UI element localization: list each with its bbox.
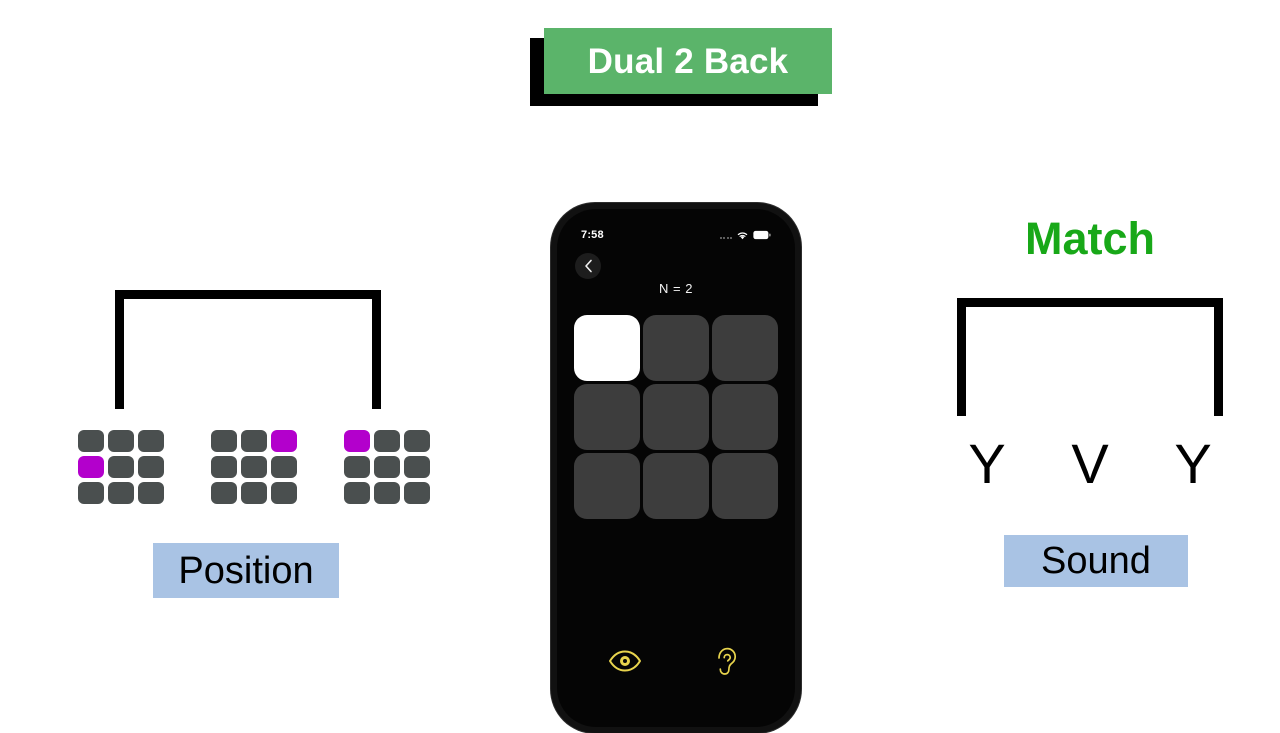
position-cell (374, 456, 400, 478)
position-cell (271, 482, 297, 504)
position-cell (374, 430, 400, 452)
nback-cell[interactable] (643, 384, 709, 450)
sound-bracket (957, 298, 1223, 416)
position-cell (138, 482, 164, 504)
nback-cell[interactable] (574, 384, 640, 450)
position-cell (404, 430, 430, 452)
battery-icon (753, 230, 771, 240)
position-cell (241, 456, 267, 478)
position-caption-label: Position (178, 549, 314, 592)
nback-grid[interactable] (574, 315, 778, 519)
status-bar: 7:58 (557, 227, 795, 243)
signal-dots-icon (719, 231, 732, 239)
mode-button-bar (557, 641, 795, 681)
nback-cell-active[interactable] (574, 315, 640, 381)
nback-cell[interactable] (712, 453, 778, 519)
status-bar-indicators (719, 230, 772, 240)
position-cell (404, 482, 430, 504)
position-grid-2 (211, 430, 297, 504)
position-cell (108, 482, 134, 504)
position-bracket (115, 290, 381, 409)
position-grid-1 (78, 430, 164, 504)
position-cell (138, 430, 164, 452)
position-cell (211, 482, 237, 504)
title-banner-plate: Dual 2 Back (544, 28, 832, 94)
position-cell (374, 482, 400, 504)
position-cell (271, 456, 297, 478)
sound-letter: Y (968, 432, 1006, 495)
match-heading: Match (1024, 213, 1155, 264)
page-title: Dual 2 Back (587, 41, 789, 81)
phone-screen: 7:58 (557, 209, 795, 727)
wifi-icon (736, 230, 749, 240)
position-cell (241, 430, 267, 452)
ear-icon[interactable] (707, 641, 747, 681)
nback-cell[interactable] (643, 453, 709, 519)
sound-letter-row: Y V Y (930, 436, 1250, 492)
nback-cell[interactable] (643, 315, 709, 381)
sound-caption: Sound (1004, 535, 1188, 587)
position-cell (138, 456, 164, 478)
sound-bracket-leg-left (957, 298, 966, 416)
position-cell (241, 482, 267, 504)
sound-bracket-top (957, 298, 1223, 307)
title-banner: Dual 2 Back (530, 28, 832, 106)
position-caption: Position (153, 543, 339, 598)
position-cell (108, 456, 134, 478)
position-bracket-top (115, 290, 381, 299)
chevron-left-icon (583, 259, 594, 273)
position-cell (78, 430, 104, 452)
sound-letter: Y (1174, 432, 1212, 495)
sound-caption-label: Sound (1041, 540, 1151, 582)
status-bar-time: 7:58 (581, 229, 604, 241)
sound-letter: V (1071, 432, 1109, 495)
position-bracket-leg-right (372, 290, 381, 409)
position-cell (404, 456, 430, 478)
sound-bracket-leg-right (1214, 298, 1223, 416)
n-level-label: N = 2 (659, 281, 693, 296)
nback-cell[interactable] (712, 384, 778, 450)
position-cell (211, 430, 237, 452)
position-cell (344, 456, 370, 478)
position-cell (211, 456, 237, 478)
position-bracket-leg-left (115, 290, 124, 409)
position-cell-active (271, 430, 297, 452)
back-button[interactable] (575, 253, 601, 279)
position-cell-active (78, 456, 104, 478)
nback-cell[interactable] (574, 453, 640, 519)
position-grid-3 (344, 430, 430, 504)
position-cell (344, 482, 370, 504)
nback-cell[interactable] (712, 315, 778, 381)
position-cell (108, 430, 134, 452)
phone-mockup: 7:58 (551, 203, 801, 733)
eye-icon[interactable] (605, 641, 645, 681)
position-cell-active (344, 430, 370, 452)
position-cell (78, 482, 104, 504)
